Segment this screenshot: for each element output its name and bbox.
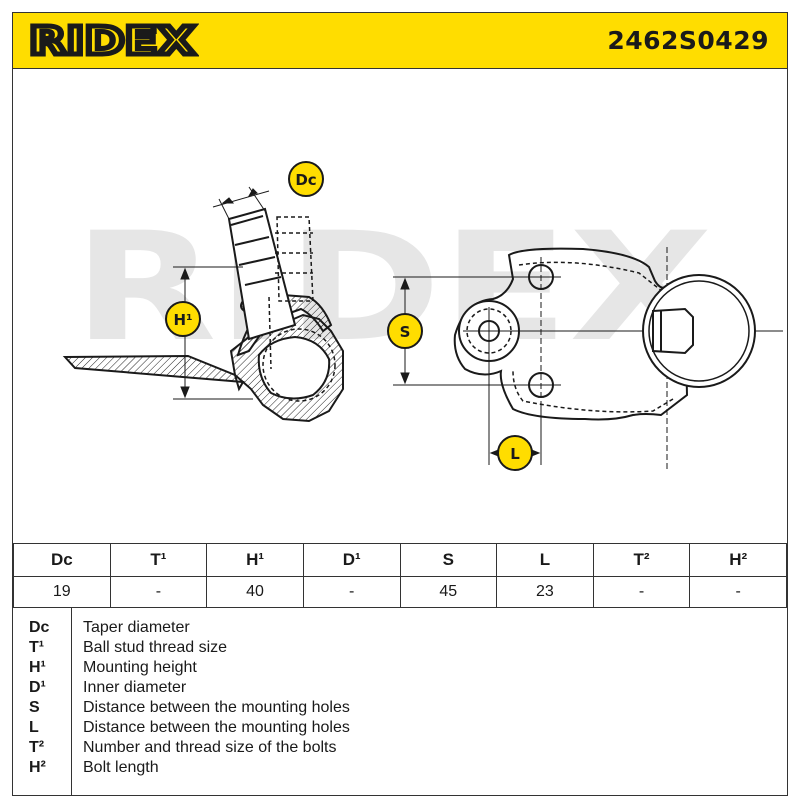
top-view: [453, 247, 783, 469]
legend-item: H² Bolt length: [13, 759, 787, 779]
callout-h1: H¹: [165, 301, 201, 337]
product-sheet: RIDEX 2462S0429 RIDEX: [12, 12, 788, 796]
callout-dc-label: Dc: [295, 171, 316, 189]
legend-code: H²: [29, 759, 46, 776]
spec-header-h2: H²: [689, 543, 787, 577]
legend-code: Dc: [29, 619, 50, 636]
spec-table: Dc T¹ H¹ D¹ S L T² H² 19 - 40 - 45 23 - …: [13, 543, 787, 608]
legend-item: Dc Taper diameter: [13, 619, 787, 639]
ball-ghost-outline: [262, 328, 336, 402]
spec-value-d1: -: [302, 576, 401, 608]
spec-value-h1: 40: [206, 576, 304, 608]
side-view: [62, 207, 344, 423]
spec-header-d1: D¹: [302, 543, 401, 577]
spec-header-s: S: [399, 543, 498, 577]
spec-header-t1: T¹: [109, 543, 208, 577]
legend-code: H¹: [29, 659, 46, 676]
spec-header-row: Dc T¹ H¹ D¹ S L T² H²: [13, 543, 787, 577]
header-bar: RIDEX 2462S0429: [13, 13, 787, 69]
legend-code: L: [29, 719, 39, 736]
legend-code: T²: [29, 739, 45, 756]
spec-value-dc: 19: [13, 576, 111, 608]
spec-value-t2: -: [592, 576, 691, 608]
legend: Dc Taper diameter T¹ Ball stud thread si…: [13, 607, 787, 795]
legend-item: T² Number and thread size of the bolts: [13, 739, 787, 759]
callout-dc: Dc: [288, 161, 324, 197]
spec-value-l: 23: [496, 576, 594, 608]
legend-description: Distance between the mounting holes: [83, 699, 350, 716]
brand-logo-text: RIDEX: [29, 23, 195, 59]
legend-description: Number and thread size of the bolts: [83, 739, 337, 756]
legend-description: Taper diameter: [83, 619, 190, 636]
legend-code: D¹: [29, 679, 46, 696]
dimension-dc: [212, 186, 270, 220]
callout-s: S: [387, 313, 423, 349]
spec-header-t2: T²: [592, 543, 691, 577]
spec-value-t1: -: [109, 576, 208, 608]
ball: [257, 335, 331, 400]
legend-description: Inner diameter: [83, 679, 187, 696]
callout-l-label: L: [510, 445, 520, 463]
stud-straight-ghost: [268, 216, 314, 370]
legend-code: S: [29, 699, 40, 716]
legend-item: H¹ Mounting height: [13, 659, 787, 679]
legend-code: T¹: [29, 639, 45, 656]
spec-value-row: 19 - 40 - 45 23 - -: [13, 576, 787, 608]
legend-item: D¹ Inner diameter: [13, 679, 787, 699]
legend-item: L Distance between the mounting holes: [13, 719, 787, 739]
part-number: 2462S0429: [607, 26, 769, 55]
stud-shank: [652, 307, 694, 355]
spec-value-h2: -: [689, 576, 787, 608]
stud-tilted: [227, 207, 297, 341]
control-arm-flange: [62, 354, 245, 392]
callout-h1-label: H¹: [173, 311, 192, 329]
spec-header-l: L: [496, 543, 594, 577]
watermark: RIDEX: [73, 201, 713, 375]
legend-item: T¹ Ball stud thread size: [13, 639, 787, 659]
technical-drawing: RIDEX: [62, 161, 783, 471]
callout-s-label: S: [400, 323, 411, 341]
stud-head: [642, 274, 756, 388]
legend-description: Bolt length: [83, 759, 159, 776]
legend-description: Ball stud thread size: [83, 639, 228, 656]
brand-logo: RIDEX: [29, 23, 198, 59]
flange-outline: [453, 247, 689, 421]
spec-header-h1: H¹: [206, 543, 304, 577]
legend-divider: [71, 607, 72, 795]
spec-header-dc: Dc: [13, 543, 111, 577]
callout-l: L: [497, 435, 533, 471]
legend-item: S Distance between the mounting holes: [13, 699, 787, 719]
legend-description: Mounting height: [83, 659, 197, 676]
spec-value-s: 45: [399, 576, 498, 608]
legend-description: Distance between the mounting holes: [83, 719, 350, 736]
